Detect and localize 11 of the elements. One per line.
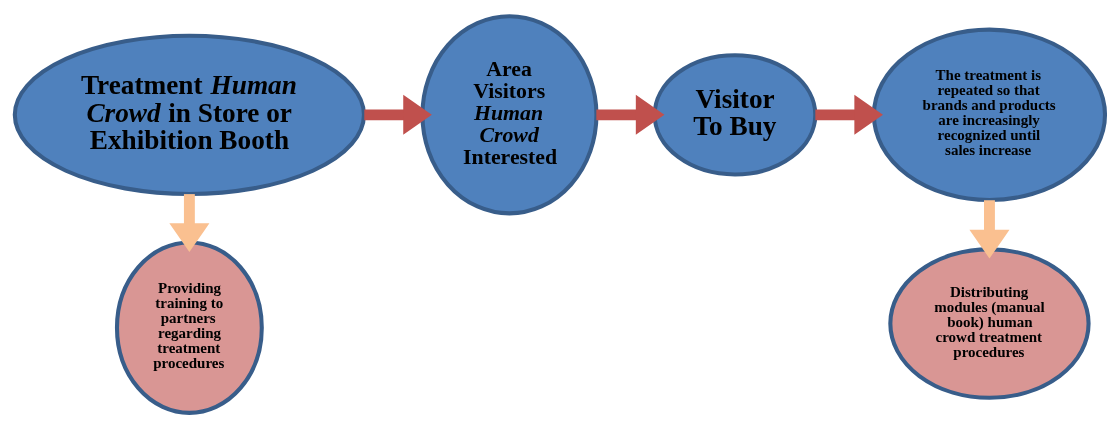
arrow: [364, 94, 432, 135]
arrow: [969, 199, 1010, 258]
node-ellipse: Providing training to partners regarding treatment procedures: [114, 239, 264, 415]
arrow: [596, 94, 665, 135]
arrow: [815, 94, 883, 135]
node-ellipse: Treatment Human Crowd in Store or Exhibition Booth: [12, 33, 366, 196]
node-ellipse: Area Visitors Human Crowd Interested: [420, 13, 599, 215]
node-ellipse: Distributing modules (manual book) human crowd treatment procedures: [888, 246, 1091, 400]
node-ellipse: Visitor To Buy: [652, 52, 818, 176]
node-ellipse: The treatment is repeated so that brands and products are increasingly recognized until sales increase: [871, 27, 1108, 202]
arrow: [169, 193, 210, 252]
